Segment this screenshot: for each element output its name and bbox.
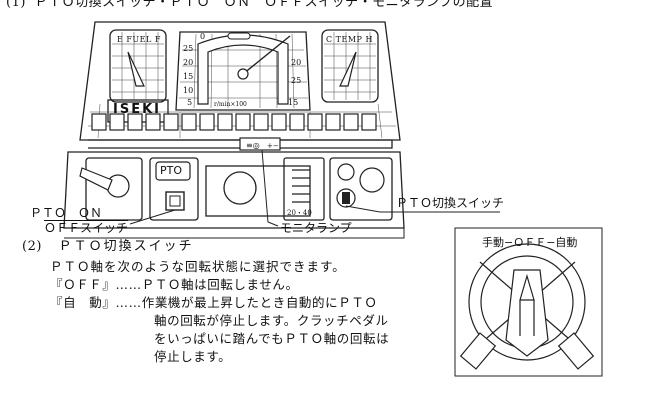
pto-slider-caption: 20・40	[287, 209, 312, 217]
item-auto-dots: ……	[115, 295, 142, 310]
section1-heading: (1) ＰＴＯ切換スイッチ・ＰＴＯ ＯＮ ＯＦＦスイッチ・モニタランプの配置	[6, 0, 493, 10]
section2-title: ＰＴＯ切換スイッチ	[58, 239, 194, 254]
selector-knob-body	[505, 269, 549, 357]
key-switch-housing	[329, 157, 393, 221]
item-auto: 『自 動』……作業機が最上昇したとき自動的にＰＴＯ	[50, 294, 378, 312]
battery-symbol: +−	[267, 142, 279, 150]
selector-box-frame	[454, 227, 603, 377]
tacho-tick-right: 20	[291, 58, 302, 67]
tacho-tick-right: 15	[288, 98, 299, 107]
section2-intro: ＰＴＯ軸を次のような回転状態に選択できます。	[50, 259, 346, 274]
tachometer-arc	[197, 34, 289, 105]
center-gauge	[223, 171, 257, 205]
key-switch	[337, 163, 355, 181]
pto-badge: PTO	[160, 164, 183, 177]
manual-position-mark	[459, 332, 497, 370]
callout-pto-selector: ＰＴＯ切換スイッチ	[396, 196, 505, 210]
monitor-lamp-cluster	[239, 137, 281, 151]
selector-box-label: 手動−ＯＦＦ−自動	[482, 236, 578, 249]
callout-leader-lines	[129, 149, 500, 227]
item-off: 『ＯＦＦ』……ＰＴＯ軸は回転しません。	[50, 276, 299, 294]
throttle-lever	[79, 167, 113, 191]
item-off-term: 『ＯＦＦ』	[50, 277, 116, 292]
section1-number: (1)	[6, 0, 26, 10]
fuel-gauge-needle	[127, 51, 145, 87]
item-auto-desc-3: をいっぱいに踏んでもＰＴＯ軸の回転は	[154, 331, 390, 346]
pto-slider-housing	[283, 157, 325, 221]
section2-heading: (2) ＰＴＯ切換スイッチ	[22, 240, 194, 254]
tacho-tick: 20	[183, 58, 194, 67]
callout-pto-on-off-line1: ＰＴＯ ＯＮ	[30, 206, 103, 220]
left-lever-housing	[85, 157, 143, 221]
panel-housing	[79, 21, 401, 141]
tachometer-hub	[237, 68, 249, 80]
tachometer-needle	[242, 35, 291, 75]
callout-pto-on-off-line2: ＯＦＦスイッチ	[44, 221, 129, 235]
auto-position-mark	[557, 332, 595, 370]
item-auto-desc-4: 停止します。	[154, 349, 232, 364]
brand-logo: ISEKI	[113, 102, 161, 117]
tacho-tick-right: 25	[291, 76, 302, 85]
fuel-gauge-window	[109, 29, 167, 103]
item-off-desc: ＰＴＯ軸は回転しません。	[141, 277, 299, 292]
pto-badge-box	[155, 161, 191, 181]
tacho-tick: 0	[200, 32, 206, 41]
center-panel	[205, 165, 311, 217]
temp-gauge-window	[321, 29, 379, 103]
item-auto-term: 『自 動』	[50, 295, 116, 310]
monitor-lamp-symbol: ≡◎	[246, 141, 260, 150]
temp-gauge-needle	[339, 51, 357, 87]
tachometer-window	[175, 31, 311, 111]
throttle-knob	[106, 174, 130, 198]
tacho-tick: 10	[183, 86, 194, 95]
item-off-dots: ……	[115, 277, 142, 292]
tacho-tick: 25	[183, 44, 194, 53]
tacho-tick: 15	[183, 72, 194, 81]
warning-lamp-row	[91, 113, 377, 131]
item-auto-desc-2: 軸の回転が停止します。クラッチペダル	[154, 313, 389, 328]
item-auto-desc-1: 作業機が最上昇したとき自動的にＰＴＯ	[141, 295, 378, 310]
fuel-gauge-label: E FUEL F	[117, 35, 161, 44]
selector-knob-illustration	[459, 243, 595, 370]
tacho-caption: r/min×100	[214, 101, 247, 108]
tacho-top-indicator	[227, 32, 251, 40]
section1-title: ＰＴＯ切換スイッチ・ＰＴＯ ＯＮ ＯＦＦスイッチ・モニタランプの配置	[34, 0, 494, 10]
ignition-switch	[359, 167, 385, 193]
section2-number: (2)	[22, 239, 42, 254]
callout-monitor-lamp: モニタランプ	[280, 221, 352, 235]
temp-gauge-label: C TEMP H	[326, 35, 373, 44]
pto-switch-housing	[149, 157, 199, 221]
pto-slider-marks	[292, 169, 310, 203]
tacho-tick: 5	[187, 98, 193, 107]
